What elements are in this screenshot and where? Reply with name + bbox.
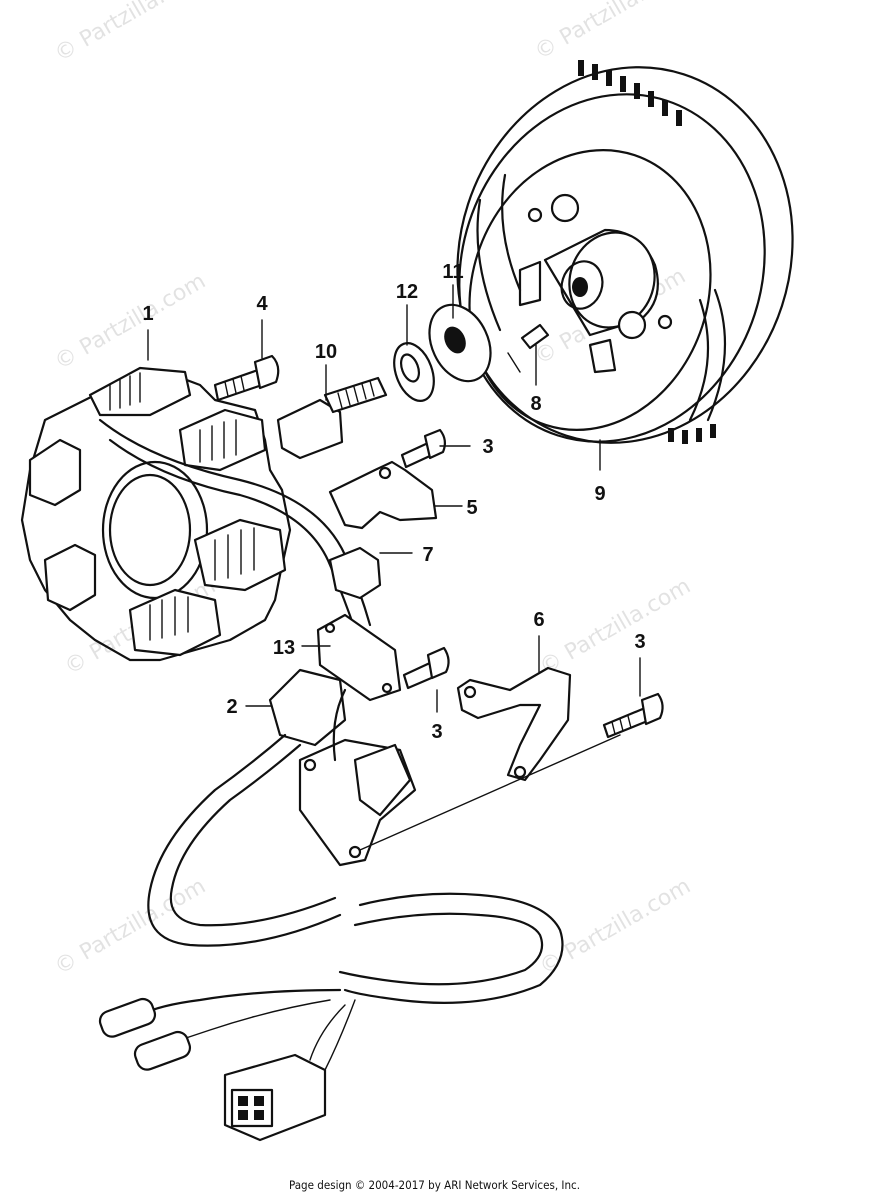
screw-part-3a — [400, 428, 447, 469]
washer-part-11 — [428, 303, 492, 383]
key-part-8 — [520, 323, 550, 350]
wire-harness — [98, 418, 564, 1142]
callout-3-middle: 3 — [431, 721, 442, 743]
callout-11: 11 — [442, 261, 463, 283]
callout-13: 13 — [273, 637, 295, 659]
flywheel-part — [456, 60, 794, 444]
screw-part-3b — [402, 646, 450, 690]
watermark: © Partzilla.com — [51, 269, 211, 376]
stator-part — [20, 366, 292, 662]
callout-5: 5 — [466, 497, 477, 519]
callout-10: 10 — [315, 341, 337, 363]
callout-8: 8 — [530, 393, 541, 415]
copyright-footer: Page design © 2004-2017 by ARI Network S… — [288, 1178, 581, 1192]
watermark: © Partzilla.com — [536, 574, 696, 681]
seal-part-12 — [393, 342, 435, 402]
watermark: © Partzilla.com — [531, 0, 691, 65]
callout-2: 2 — [226, 696, 237, 718]
callout-7: 7 — [422, 544, 433, 566]
watermark: © Partzilla.com — [51, 0, 211, 67]
callout-12: 12 — [396, 281, 418, 303]
bracket-part-5 — [328, 460, 438, 530]
callout-9: 9 — [594, 483, 605, 505]
bracket-part-6 — [456, 666, 572, 782]
ring-gear-teeth — [578, 60, 716, 444]
callout-3-right: 3 — [634, 631, 645, 653]
callout-numbers: 1 2 3 3 3 4 5 6 7 8 9 10 11 12 13 — [142, 261, 645, 743]
screw-part-3c — [602, 692, 664, 739]
leader-lines — [147, 284, 641, 713]
bolt-part-4 — [213, 354, 280, 402]
watermark: © Partzilla.com — [51, 874, 211, 981]
callout-4: 4 — [256, 293, 268, 315]
flywheel-hub — [518, 193, 673, 374]
callout-3-top: 3 — [482, 436, 493, 458]
callout-1: 1 — [142, 303, 153, 325]
bolt-part-10 — [276, 376, 388, 460]
callout-6: 6 — [533, 609, 544, 631]
